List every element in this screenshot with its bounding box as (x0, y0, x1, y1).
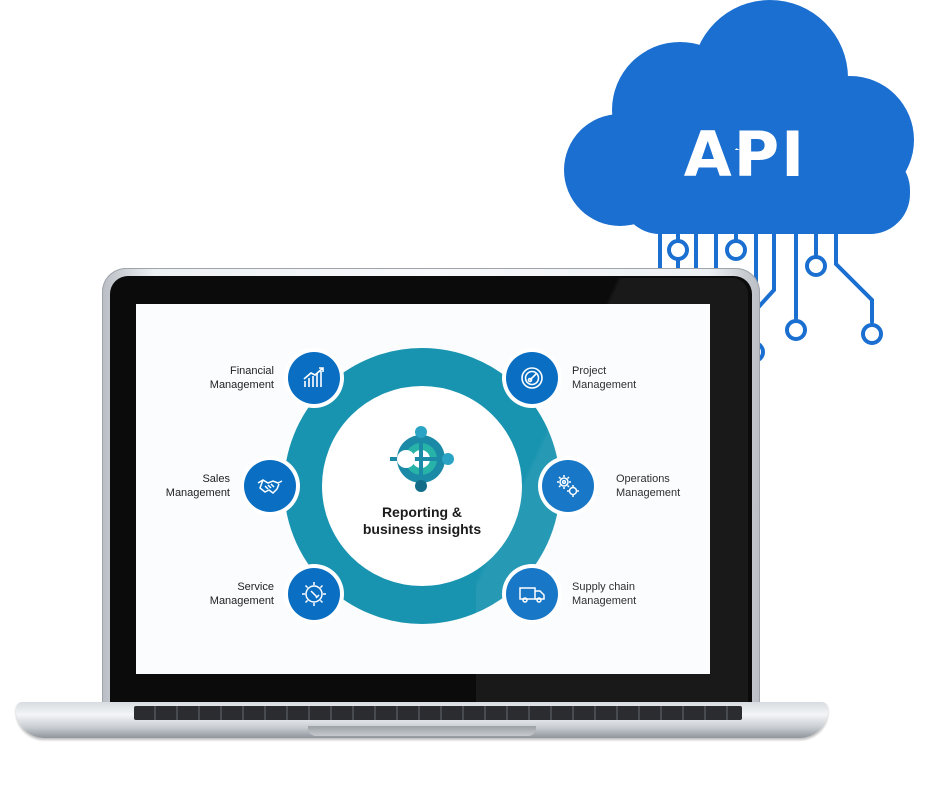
business-central-logo-icon (390, 426, 454, 492)
laptop-keyboard (134, 706, 742, 720)
supply-chain-node (506, 568, 558, 620)
api-label: API (683, 118, 807, 191)
center-caption: Reporting & business insights (336, 504, 508, 538)
truck-icon (519, 587, 545, 603)
bar-chart-icon (303, 367, 324, 387)
sales-node (244, 460, 296, 512)
center-title: Reporting & (381, 504, 463, 520)
gauge-icon (521, 367, 543, 389)
center-subtitle: business insights (362, 521, 482, 537)
financial-node (288, 352, 340, 404)
handshake-icon (257, 479, 283, 494)
project-node (506, 352, 558, 404)
laptop-notch (308, 726, 536, 736)
operations-node (542, 460, 594, 512)
service-gear-icon (302, 582, 326, 606)
service-node (288, 568, 340, 620)
gears-icon (557, 475, 579, 497)
